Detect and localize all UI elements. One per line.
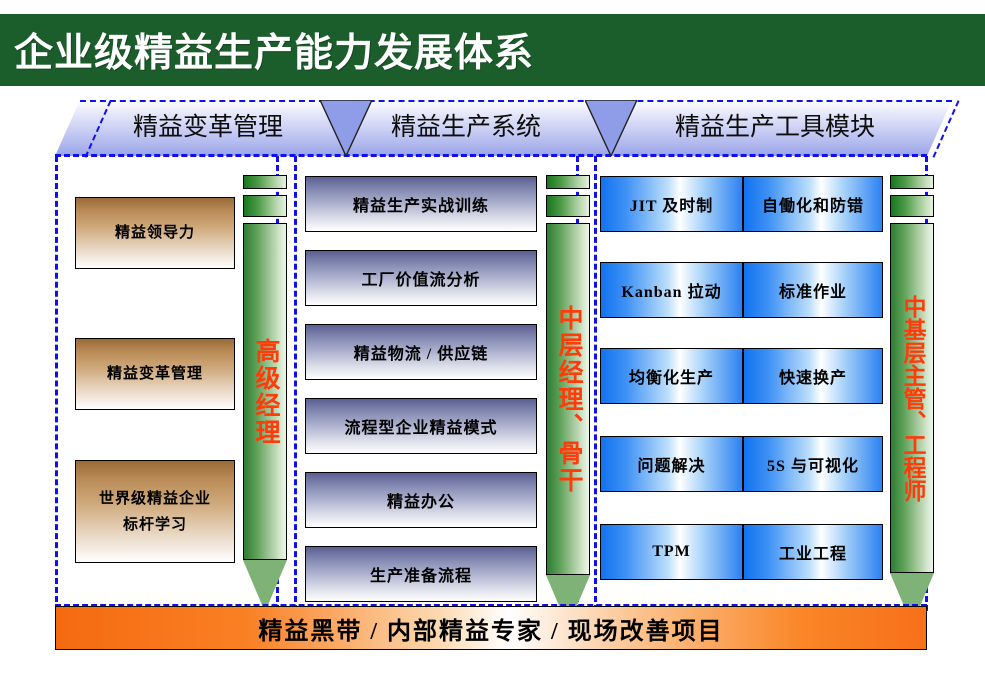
column-separator-1b: [294, 156, 297, 611]
box-world-class-benchmarking[interactable]: 世界级精益企业 标杆学习: [75, 460, 235, 563]
box-heijunka-label: 均衡化生产: [628, 370, 714, 387]
box-process-enterprise-lean-model[interactable]: 流程型企业精益模式: [305, 398, 537, 454]
box-world-class-benchmarking-line-0: 世界级精益企业: [98, 490, 211, 507]
down-triangle-outline-2: [585, 100, 637, 156]
box-lean-production-training-label: 精益生产实战训练: [352, 198, 489, 215]
arrow-cap-bar-top-3: [890, 175, 934, 189]
box-lean-change-management[interactable]: 精益变革管理: [75, 338, 235, 410]
header-column-tool-modules[interactable]: 精益生产工具模块: [674, 114, 875, 141]
box-lean-leadership-line-0: 精益领导力: [114, 225, 195, 241]
box-standard-work-label: 标准作业: [778, 284, 847, 301]
header-band: 精益变革管理 精益生产系统 精益生产工具模块: [55, 100, 960, 158]
box-process-enterprise-lean-model-label: 流程型企业精益模式: [344, 420, 498, 437]
header-dash-bottom: [55, 154, 927, 157]
box-jidoka-pokayoke-label: 自働化和防错: [761, 198, 864, 215]
box-tpm[interactable]: TPM: [600, 524, 743, 580]
box-factory-vsm[interactable]: 工厂价值流分析: [305, 250, 537, 306]
arrow-tip-1: [243, 560, 287, 612]
box-world-class-benchmarking-line-1: 标杆学习: [122, 516, 187, 533]
header-band-shape: [55, 100, 952, 156]
footer-dash-border: [55, 604, 927, 607]
box-jit[interactable]: JIT 及时制: [600, 176, 743, 232]
box-jit-label: JIT 及时制: [629, 198, 714, 215]
box-problem-solving[interactable]: 问题解决: [600, 436, 743, 492]
box-factory-vsm-label: 工厂价值流分析: [361, 272, 481, 289]
box-heijunka[interactable]: 均衡化生产: [600, 348, 743, 404]
box-5s-visual-management[interactable]: 5S 与可视化: [743, 436, 883, 492]
box-5s-visual-management-label: 5S 与可视化: [767, 458, 859, 475]
page-title: 企业级精益生产能力发展体系: [14, 32, 535, 75]
arrow-label-middle-manager: 中层经理、骨干: [555, 304, 582, 494]
arrow-cap-bar-bottom-2: [546, 195, 590, 217]
box-lean-office[interactable]: 精益办公: [305, 472, 537, 528]
box-industrial-engineering[interactable]: 工业工程: [743, 524, 883, 580]
box-production-preparation-process[interactable]: 生产准备流程: [305, 546, 537, 602]
box-lean-leadership[interactable]: 精益领导力: [75, 197, 235, 269]
box-industrial-engineering-label: 工业工程: [778, 546, 847, 563]
footer-banner[interactable]: 精益黑带 / 内部精益专家 / 现场改善项目: [55, 606, 927, 650]
frame-left-border: [55, 156, 58, 611]
box-lean-change-management-line-0: 精益变革管理: [106, 366, 203, 382]
down-triangle-outline-1: [320, 100, 372, 156]
arrow-label-frontline-supervisor: 中基层主管、工程师: [900, 294, 925, 502]
box-kanban-pull-label: Kanban 拉动: [621, 284, 722, 301]
box-jidoka-pokayoke[interactable]: 自働化和防错: [743, 176, 883, 232]
footer-banner-label: 精益黑带 / 内部精益专家 / 现场改善项目: [258, 618, 724, 645]
box-kanban-pull[interactable]: Kanban 拉动: [600, 262, 743, 318]
arrow-cap-bar-top-2: [546, 175, 590, 189]
box-standard-work[interactable]: 标准作业: [743, 262, 883, 318]
box-lean-office-label: 精益办公: [386, 494, 455, 511]
box-lean-production-training[interactable]: 精益生产实战训练: [305, 176, 537, 232]
box-production-preparation-process-label: 生产准备流程: [369, 568, 472, 585]
header-dash-top: [80, 100, 952, 102]
box-lean-logistics-supply-chain[interactable]: 精益物流 / 供应链: [305, 324, 537, 380]
header-column-change-management[interactable]: 精益变革管理: [132, 114, 283, 141]
header-column-production-system[interactable]: 精益生产系统: [390, 114, 541, 141]
arrow-cap-bar-top-1: [243, 175, 287, 189]
arrow-shaft-2: [546, 223, 590, 575]
column-separator-2b: [594, 156, 597, 611]
arrow-shaft-1: [243, 223, 287, 560]
box-tpm-label: TPM: [652, 543, 691, 560]
title-banner: 企业级精益生产能力发展体系: [0, 14, 985, 86]
box-smed-label: 快速换产: [778, 370, 847, 387]
box-problem-solving-label: 问题解决: [637, 458, 706, 475]
arrow-shaft-3: [890, 223, 934, 573]
arrow-label-senior-manager: 高级经理: [252, 337, 279, 446]
arrow-cap-bar-bottom-1: [243, 195, 287, 217]
arrow-cap-bar-bottom-3: [890, 195, 934, 217]
box-lean-logistics-supply-chain-label: 精益物流 / 供应链: [353, 346, 489, 363]
box-smed[interactable]: 快速换产: [743, 348, 883, 404]
